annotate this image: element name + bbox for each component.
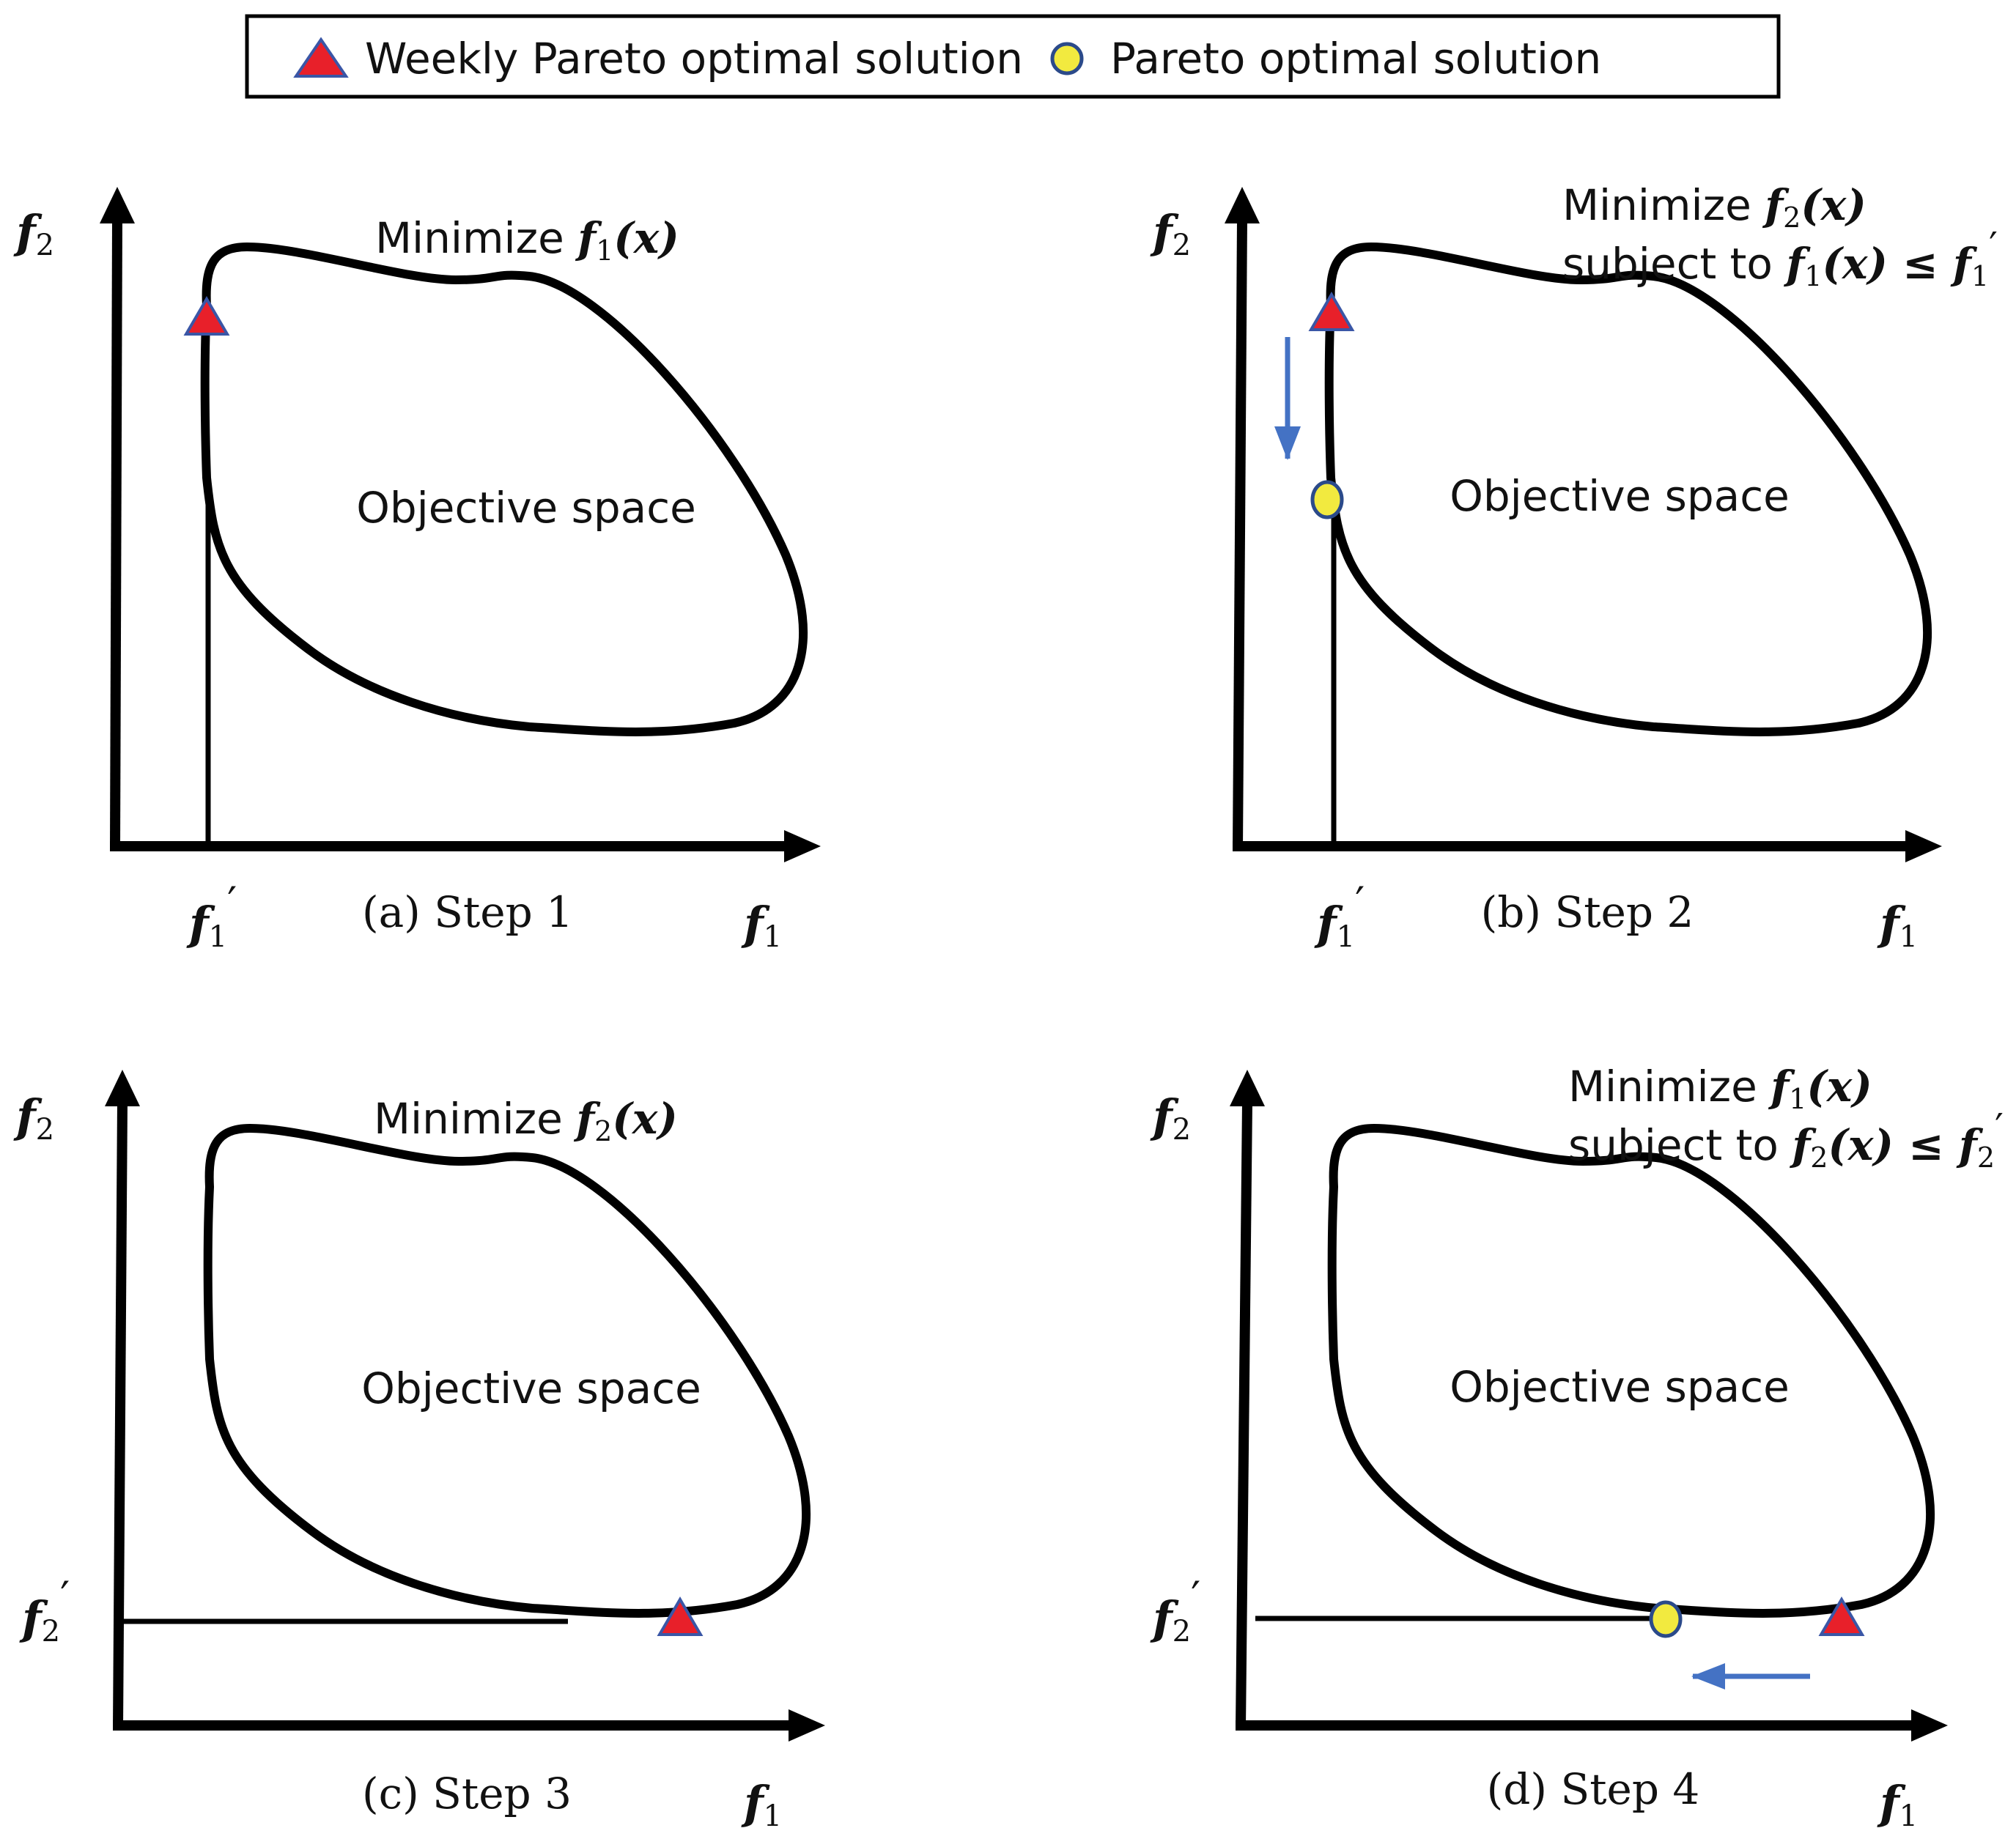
x-axis-label: f1 — [1877, 897, 1918, 954]
constraint-statement: subject to f1(x) ≤ f1′ — [1562, 225, 1998, 292]
weakly-pareto-triangle — [183, 296, 230, 336]
y-axis-arrowhead — [100, 187, 135, 223]
y-axis — [1233, 219, 1247, 849]
x-axis-label: f1 — [741, 897, 782, 954]
weakly-pareto-legend-label: Weekly Pareto optimal solution — [365, 34, 1023, 84]
x-axis-label: f1 — [1877, 1776, 1918, 1828]
legend: Weekly Pareto optimal solution Pareto op… — [245, 14, 1781, 99]
y-axis — [110, 219, 122, 849]
x-axis-arrowhead — [1905, 830, 1942, 862]
threshold-label: f2′ — [1150, 1572, 1200, 1648]
objective-space-label: Objective space — [361, 1363, 701, 1413]
objective-statement: Minimize f2(x) — [1562, 180, 1867, 234]
weakly-pareto-triangle — [657, 1596, 704, 1636]
constraint-statement: subject to f2(x) ≤ f2′ — [1568, 1106, 2004, 1174]
y-axis — [113, 1102, 128, 1728]
weakly-pareto-triangle — [1818, 1596, 1865, 1636]
objective-statement: Minimize f1(x) — [1568, 1062, 1872, 1115]
y-axis-label: f2 — [13, 1089, 54, 1147]
objective-space-label: Objective space — [1450, 1362, 1790, 1412]
panel-b: Objective space (b) Step 2 f2 f1 f1′ Min… — [1150, 180, 1998, 954]
pareto-point — [1310, 480, 1344, 519]
objective-space-label: Objective space — [1450, 471, 1790, 521]
x-axis-arrowhead — [1911, 1709, 1948, 1742]
weakly-pareto-legend-icon — [293, 37, 349, 78]
panel-caption: (d) Step 4 — [1487, 1764, 1700, 1814]
y-axis-label: f2 — [1150, 1089, 1191, 1147]
y-axis-label: f2 — [1150, 205, 1191, 262]
y-axis-arrowhead — [1225, 187, 1260, 223]
pareto-legend-icon — [1050, 42, 1084, 75]
objective-statement: Minimize f1(x) — [375, 213, 679, 267]
panel-d: Objective space (d) Step 4 f2 f1 f2′ Min… — [1150, 1062, 2004, 1828]
pareto-point — [1649, 1600, 1683, 1638]
y-axis — [1236, 1102, 1252, 1728]
y-axis-label: f2 — [13, 205, 54, 262]
weakly-pareto-triangle — [1308, 292, 1355, 331]
threshold-label: f1′ — [1314, 878, 1365, 954]
threshold-label: f2′ — [19, 1572, 70, 1648]
y-axis-arrowhead — [105, 1070, 140, 1106]
pareto-legend-label: Pareto optimal solution — [1110, 34, 1601, 84]
legend-box — [245, 14, 1781, 99]
x-axis-arrowhead — [789, 1709, 825, 1742]
panel-caption: (a) Step 1 — [362, 887, 573, 937]
panel-caption: (c) Step 3 — [362, 1769, 572, 1818]
panel-a: Objective space (a) Step 1 f2 f1 f1′ Min… — [13, 187, 821, 954]
x-axis-label: f1 — [741, 1776, 782, 1828]
threshold-label: f1′ — [186, 878, 237, 954]
objective-statement: Minimize f2(x) — [374, 1094, 678, 1147]
panel-c: Objective space (c) Step 3 f2 f1 f2′ Min… — [13, 1070, 825, 1828]
x-axis-arrowhead — [784, 830, 821, 862]
objective-space-label: Objective space — [356, 483, 696, 533]
panel-caption: (b) Step 2 — [1481, 887, 1694, 937]
y-axis-arrowhead — [1230, 1070, 1265, 1106]
